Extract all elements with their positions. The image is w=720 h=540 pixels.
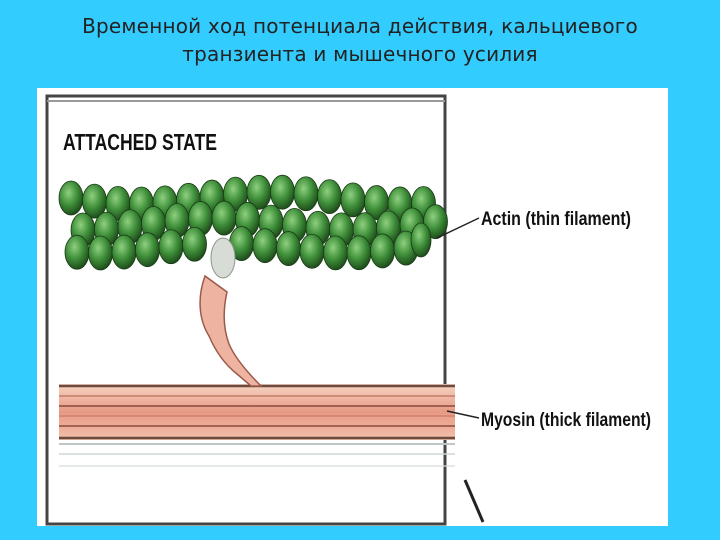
- figure-svg: ATTACHED STATE Actin (thin filament) M: [45, 94, 651, 526]
- actin-bead: [323, 235, 348, 271]
- actin-bead: [293, 176, 319, 212]
- actin-bead: [182, 226, 207, 262]
- actin-bead: [64, 234, 90, 270]
- myosin-filament: [59, 384, 455, 467]
- actin-bead: [276, 231, 301, 266]
- myosin-label: Myosin (thick filament): [481, 410, 651, 431]
- actin-bead: [340, 182, 366, 218]
- actin-pointer-line: [436, 217, 480, 239]
- actin-bead: [410, 222, 432, 258]
- actin-filament: [58, 174, 448, 271]
- cross-bridge-figure: ATTACHED STATE Actin (thin filament) M: [37, 88, 668, 526]
- title-line-2: транзиента и мышечного усилия: [182, 42, 538, 66]
- binding-site: [210, 237, 236, 279]
- myosin-head: [199, 237, 263, 387]
- decorative-stroke: [463, 479, 485, 523]
- actin-label: Actin (thin filament): [481, 209, 631, 230]
- panel-frame: [45, 94, 447, 526]
- actin-bead: [135, 232, 160, 268]
- actin-bead: [370, 233, 395, 269]
- attached-state-label: ATTACHED STATE: [63, 129, 217, 155]
- actin-bead: [58, 180, 84, 216]
- actin-bead: [346, 235, 372, 271]
- actin-bead: [211, 200, 237, 236]
- myosin-pointer-line: [446, 410, 480, 419]
- actin-bead: [111, 234, 137, 270]
- actin-bead: [252, 228, 278, 264]
- actin-bead: [270, 174, 295, 210]
- actin-bead: [317, 179, 342, 215]
- actin-bead: [299, 233, 325, 269]
- slide-title: Временной ход потенциала действия, кальц…: [0, 12, 720, 68]
- title-line-1: Временной ход потенциала действия, кальц…: [82, 14, 638, 38]
- actin-bead: [158, 229, 184, 265]
- actin-bead: [88, 235, 113, 271]
